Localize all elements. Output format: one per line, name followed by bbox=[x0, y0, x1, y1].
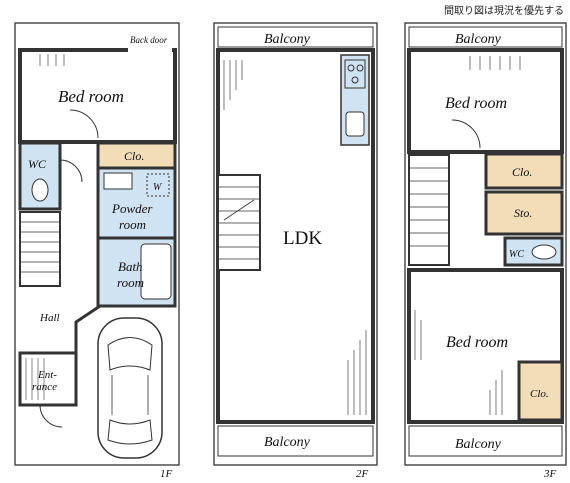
floor-3: Balcony Bed room Clo. Sto. WC Bed room C… bbox=[404, 22, 567, 480]
balcony-2f-bottom-label: Balcony bbox=[264, 435, 311, 450]
parking-wall bbox=[74, 304, 175, 353]
disclaimer-note: 間取り図は現況を優先する bbox=[444, 6, 564, 17]
bedroom-1f-label: Bed room bbox=[58, 87, 124, 106]
powder-room-label-1: Powder bbox=[111, 201, 153, 216]
back-door-label: Back door bbox=[130, 35, 168, 45]
storage-3f bbox=[484, 190, 564, 236]
balcony-2f-bottom bbox=[217, 425, 374, 457]
floor-1-outline bbox=[14, 22, 180, 466]
floor-1: Back door Bed room Clo. WC W Powder room… bbox=[14, 22, 180, 480]
ldk-label: LDK bbox=[283, 228, 322, 249]
toilet-icon bbox=[31, 178, 49, 202]
entrance-label-2: rance bbox=[32, 381, 57, 393]
storage-3f-label: Sto. bbox=[514, 206, 532, 220]
kitchen-sink-icon bbox=[345, 111, 365, 137]
stairs-1f-steps bbox=[20, 221, 60, 273]
window-hatch-3f-top bbox=[469, 56, 521, 70]
closet-3f-top-label: Clo. bbox=[512, 165, 532, 179]
balcony-3f-bottom bbox=[408, 425, 563, 457]
stove-icon bbox=[344, 59, 366, 89]
door-arc-wc bbox=[59, 159, 83, 183]
hall-label: Hall bbox=[39, 312, 60, 324]
window-hatch-3f-bottom bbox=[414, 310, 503, 415]
closet-1f bbox=[96, 141, 177, 170]
bedroom-3f-top-label: Bed room bbox=[445, 95, 507, 112]
window-hatch-2f bbox=[223, 60, 367, 415]
bath-room-label-1: Bath bbox=[118, 259, 143, 274]
balcony-3f-bottom-label: Balcony bbox=[455, 437, 502, 452]
closet-1f-label: Clo. bbox=[124, 149, 144, 163]
door-arc-bedroom bbox=[69, 109, 99, 139]
closet-3f-bottom bbox=[517, 360, 564, 422]
car-icon bbox=[97, 317, 163, 459]
floor-2-outline bbox=[213, 22, 378, 466]
closet-3f-top bbox=[484, 152, 564, 190]
balcony-2f-top-label: Balcony bbox=[264, 32, 311, 47]
stairs-3f bbox=[408, 154, 450, 266]
back-door-opening bbox=[128, 44, 172, 54]
bedroom-3f-bottom-label: Bed room bbox=[446, 334, 508, 351]
door-arc-3f-bedroom bbox=[451, 119, 481, 149]
stairs-2f bbox=[217, 174, 261, 271]
stairs-1f bbox=[19, 211, 61, 287]
toilet-3f-icon bbox=[531, 244, 557, 260]
powder-room-label-2: room bbox=[119, 217, 146, 232]
wc-1f-label: WC bbox=[28, 157, 47, 171]
floor-3-outline bbox=[404, 22, 567, 466]
bath-room-label-2: room bbox=[117, 275, 144, 290]
wc-3f-label: WC bbox=[509, 249, 524, 260]
entrance-hatch bbox=[25, 358, 45, 400]
floor-3-label: 3F bbox=[543, 468, 557, 480]
floor-2-label: 2F bbox=[356, 468, 369, 480]
closet-3f-bottom-label: Clo. bbox=[530, 388, 549, 400]
balcony-3f-top bbox=[408, 26, 563, 48]
door-arc-entrance bbox=[39, 404, 63, 428]
stairs-2f-steps bbox=[218, 186, 260, 260]
floor-1-label: 1F bbox=[160, 468, 173, 480]
balcony-3f-top-label: Balcony bbox=[455, 32, 502, 47]
washer-label: W bbox=[153, 182, 163, 193]
washer-space bbox=[146, 173, 170, 197]
bedroom-3f-top-walls bbox=[407, 48, 564, 154]
entrance-label-1: Ent- bbox=[37, 369, 57, 381]
balcony-2f-top bbox=[217, 26, 374, 48]
stairs-3f-steps bbox=[409, 167, 449, 247]
bedroom-1f-walls bbox=[18, 48, 177, 144]
entrance bbox=[18, 351, 78, 407]
stairs-hatch-1f-top bbox=[39, 54, 65, 66]
floor-2: Balcony LDK Balcony 2F bbox=[213, 22, 378, 480]
sink-icon bbox=[103, 172, 133, 190]
bathtub-icon bbox=[140, 243, 172, 300]
